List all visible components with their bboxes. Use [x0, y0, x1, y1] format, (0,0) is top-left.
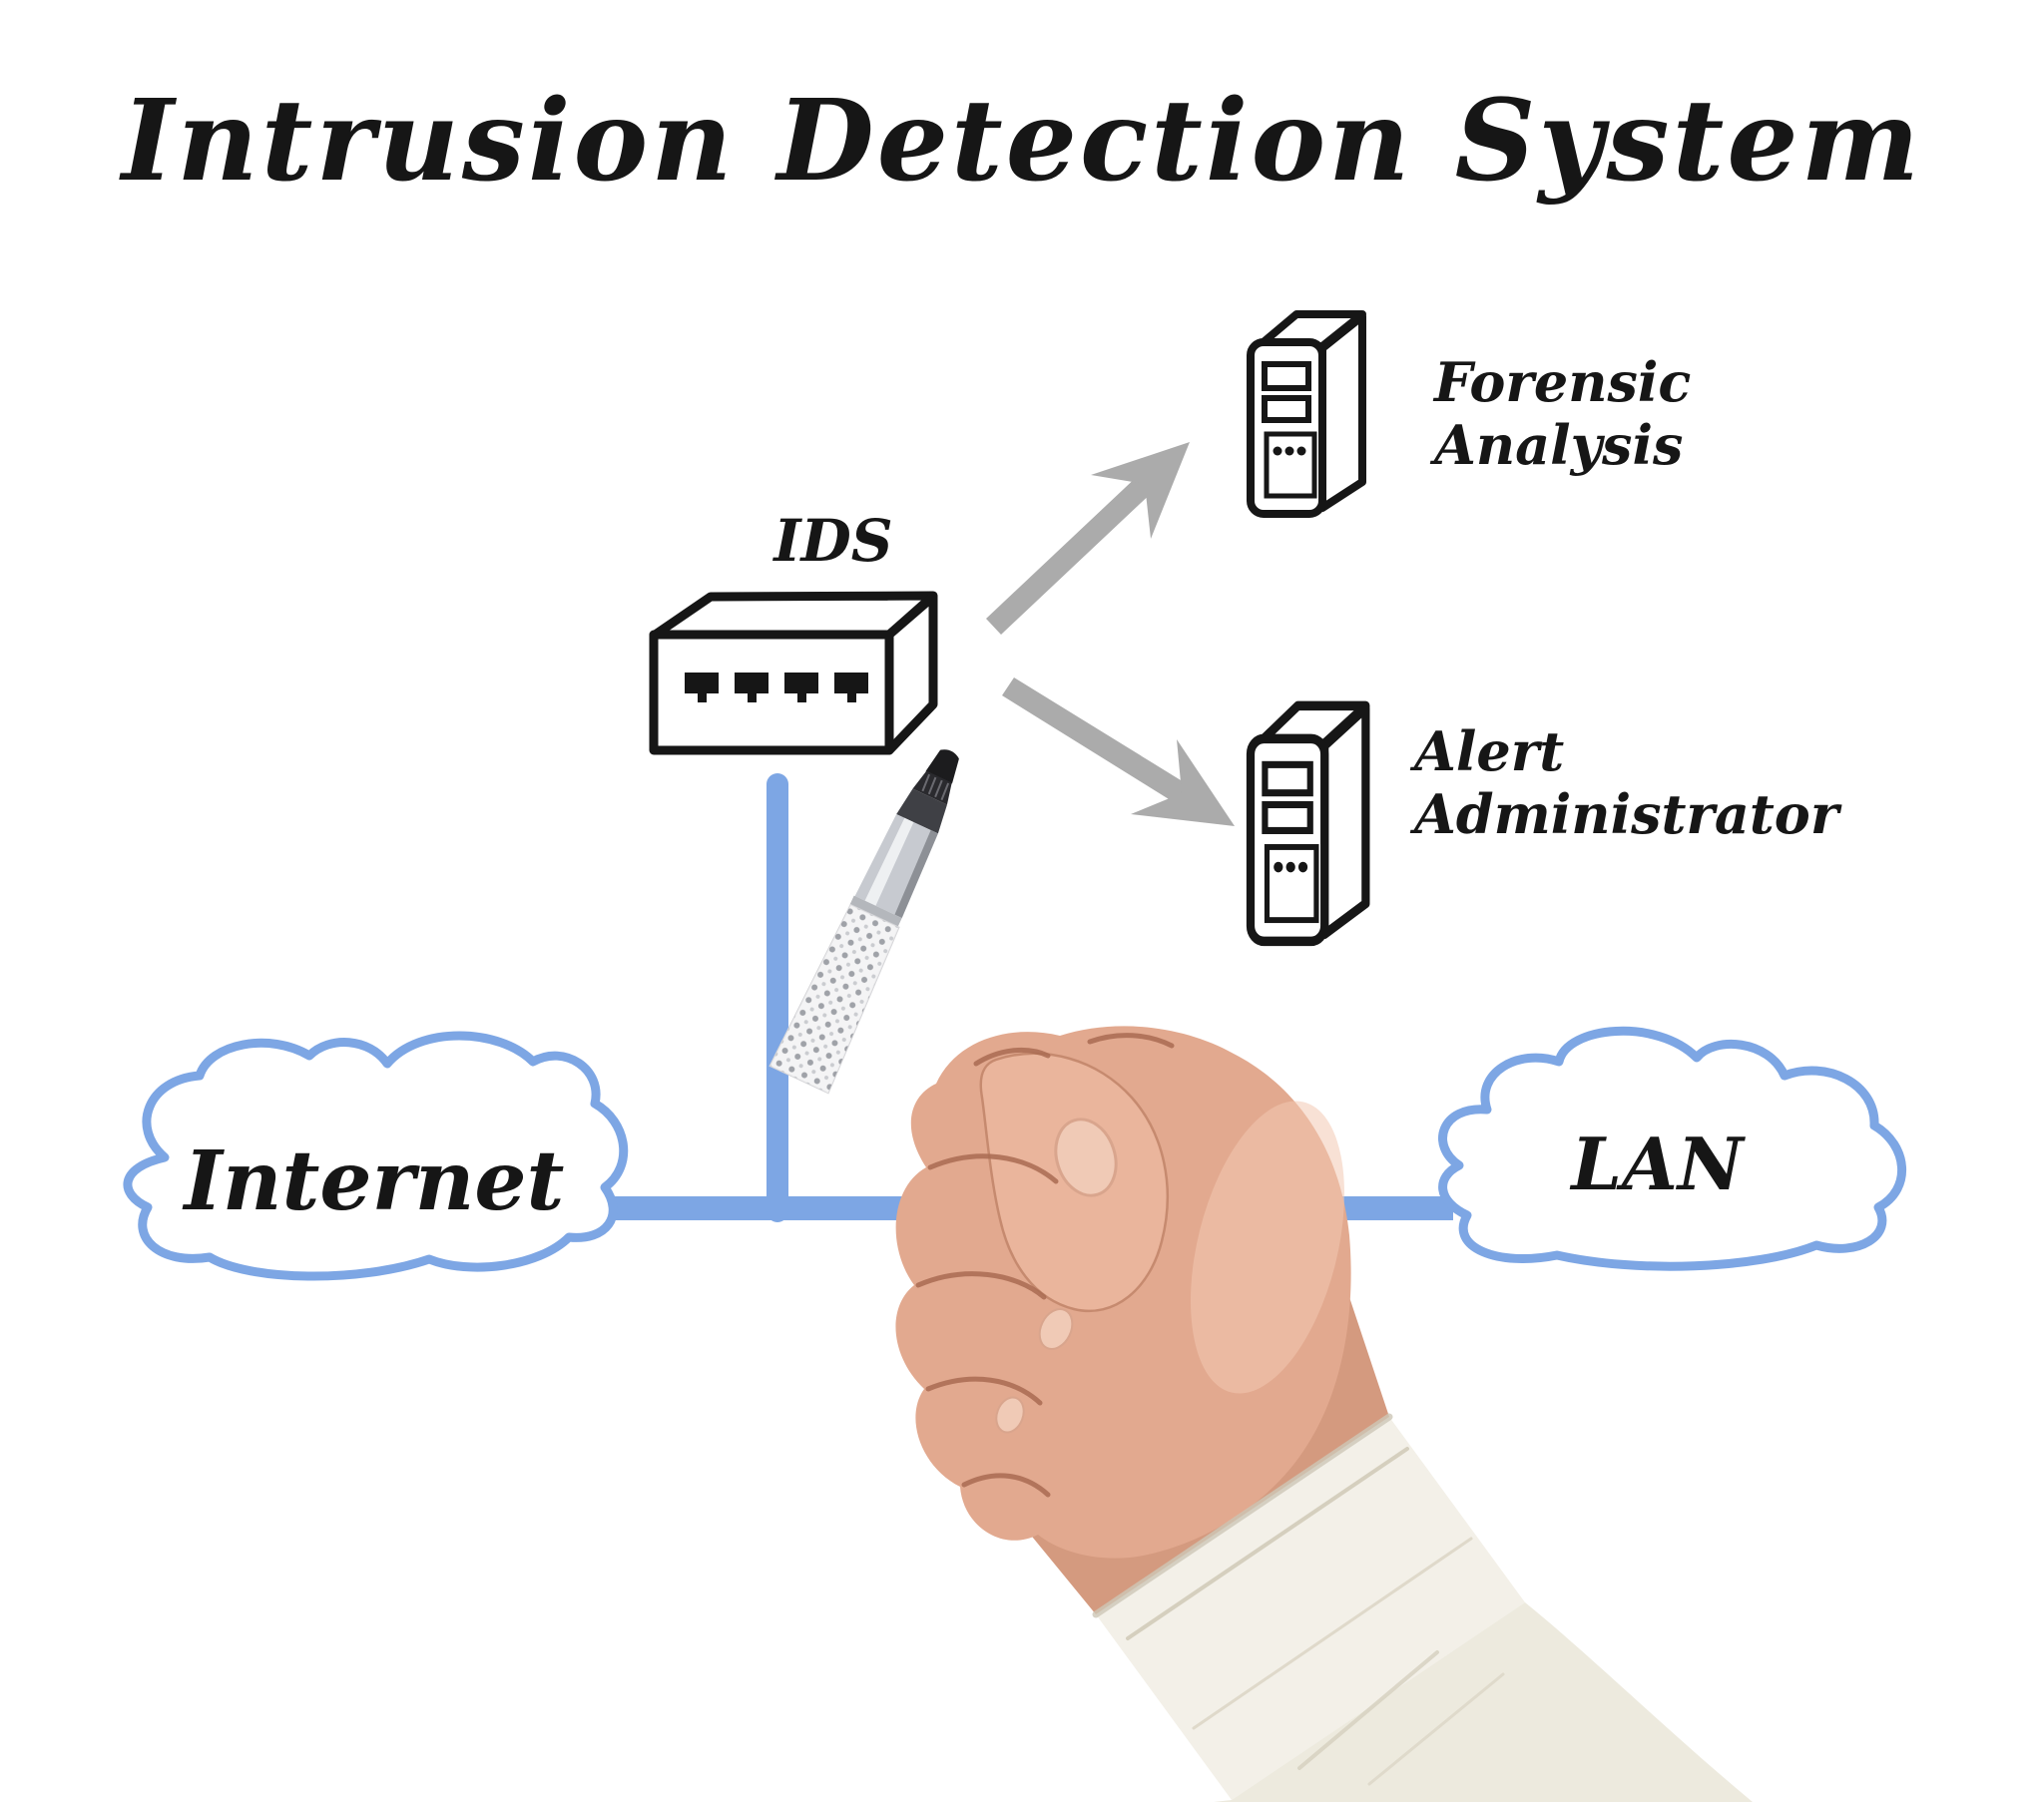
- shirt-cuff: [1092, 1413, 1525, 1800]
- vertical-link-line: [766, 773, 788, 1222]
- hand-holding-pen-icon: [768, 749, 1753, 1802]
- lan-label: LAN: [1571, 1122, 1744, 1206]
- pen-icon: [768, 749, 959, 1095]
- ids-label: IDS: [773, 507, 893, 575]
- forensic-label-line1: Forensic: [1434, 350, 1692, 414]
- thumbnail: [1054, 1118, 1118, 1197]
- forensic-label-line2: Analysis: [1434, 412, 1684, 477]
- internet-cloud-icon: [123, 1031, 629, 1281]
- forensic-server-icon: [1251, 314, 1362, 514]
- network-port-icons: [685, 673, 868, 702]
- arrow-to-alert-icon: [1002, 677, 1235, 826]
- alert-server-icon: [1251, 705, 1365, 941]
- shirt-sleeve: [1214, 1602, 1753, 1802]
- finger-creases: [915, 1033, 1175, 1498]
- ids-appliance-box-icon: [649, 591, 938, 755]
- diagram-title: Intrusion Detection System: [121, 76, 1923, 207]
- fingernail: [995, 1396, 1025, 1434]
- fingernail: [1038, 1308, 1074, 1350]
- alert-label-line1: Alert: [1414, 719, 1565, 783]
- lan-cloud-icon: [1438, 1026, 1906, 1271]
- alert-label-line2: Administrator: [1414, 781, 1839, 846]
- internet-label: Internet: [184, 1133, 565, 1229]
- arrow-to-forensic-icon: [986, 442, 1190, 635]
- hand-highlight: [1190, 1101, 1345, 1394]
- forensic-analysis-label: Forensic Analysis: [1434, 351, 1691, 476]
- alert-administrator-label: Alert Administrator: [1414, 720, 1838, 845]
